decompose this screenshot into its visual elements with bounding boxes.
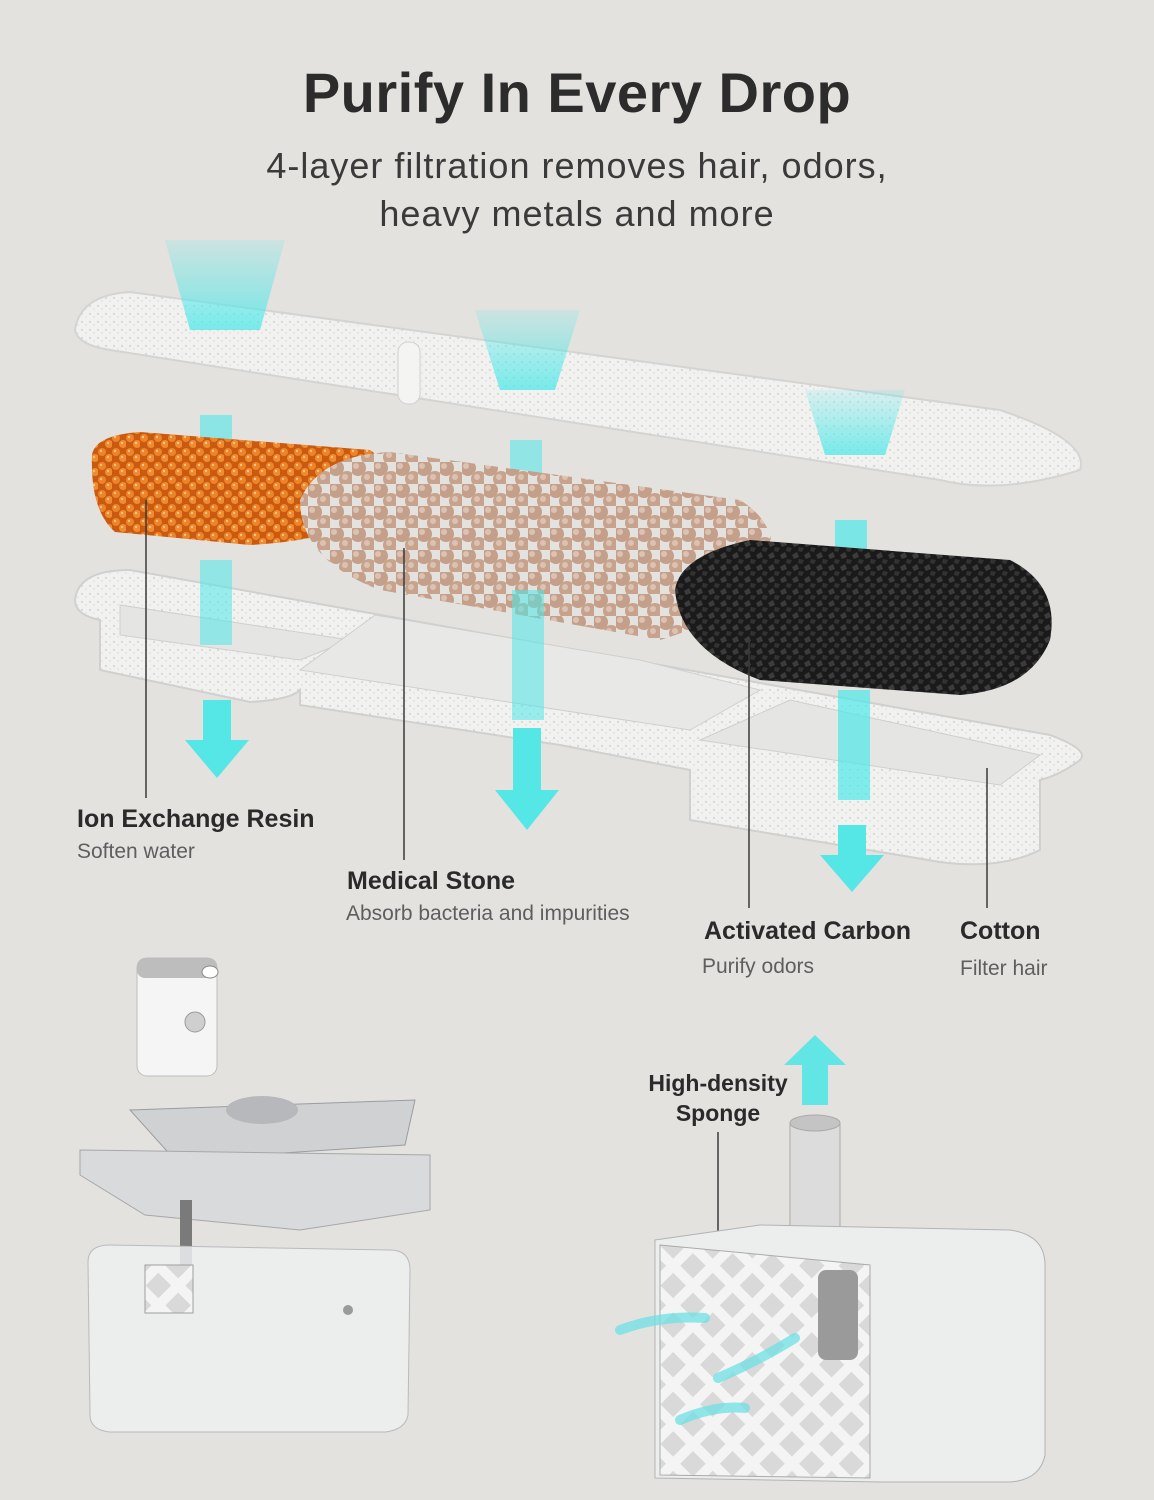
- pump-product-image: [654, 1114, 1046, 1483]
- down-arrow-3: [820, 825, 884, 892]
- subtitle-line-2: heavy metals and more: [379, 193, 775, 234]
- water-beams-middle: [200, 560, 870, 800]
- subtitle-line-1: 4-layer filtration removes hair, odors,: [266, 145, 888, 186]
- water-swirls: [615, 1312, 800, 1425]
- fountain-product-image: [79, 957, 431, 1433]
- activated-carbon: [675, 540, 1052, 695]
- sponge-label-line-2: Sponge: [675, 1100, 761, 1126]
- layer-label-activated-carbon: Activated Carbon: [704, 917, 911, 945]
- medical-stone: [300, 452, 772, 640]
- sponge-label-line-1: High-density: [648, 1070, 788, 1096]
- layer-desc-ion-exchange-resin: Soften water: [77, 840, 195, 863]
- layer-label-cotton: Cotton: [960, 917, 1041, 945]
- down-arrow-1: [185, 700, 249, 778]
- layer-desc-activated-carbon: Purify odors: [702, 955, 815, 978]
- down-arrow-2: [495, 728, 559, 830]
- page-title: Purify In Every Drop: [302, 61, 852, 124]
- layer-label-ion-exchange-resin: Ion Exchange Resin: [77, 805, 315, 833]
- layer-label-medical-stone: Medical Stone: [347, 867, 516, 895]
- layer-desc-cotton: Filter hair: [960, 957, 1048, 980]
- leader-lines: [145, 500, 988, 1250]
- up-arrow: [784, 1035, 846, 1105]
- layer-desc-medical-stone: Absorb bacteria and impurities: [346, 902, 630, 925]
